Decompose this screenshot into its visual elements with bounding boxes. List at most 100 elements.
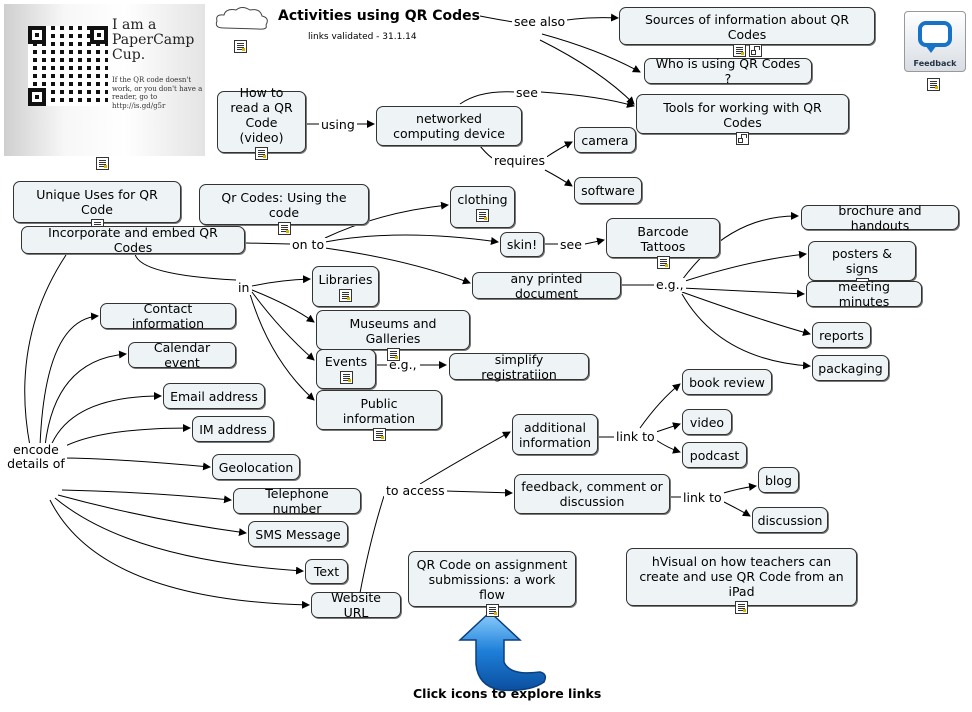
- document-icon[interactable]: [339, 371, 353, 384]
- node-resources[interactable]: [386, 346, 400, 361]
- concept-map-icon[interactable]: [748, 44, 762, 57]
- node-incorporate[interactable]: Incorporate and embed QR Codes: [21, 225, 245, 255]
- page-title: Activities using QR Codes: [278, 8, 481, 24]
- node-label: QR Code on assignment submissions: a wor…: [416, 557, 568, 602]
- node-label: book review: [689, 374, 765, 390]
- node-museums[interactable]: Museums and Galleries: [316, 310, 470, 361]
- node-contact[interactable]: Contact information: [100, 301, 236, 331]
- node-qr-using[interactable]: Qr Codes: Using the code: [199, 184, 369, 235]
- link-label-eg-printed: e.g.,: [654, 277, 686, 292]
- concept-map-icon[interactable]: [736, 132, 749, 145]
- node-label: camera: [581, 132, 629, 148]
- node-book-review[interactable]: book review: [682, 369, 772, 395]
- node-telephone[interactable]: Telephone number: [233, 486, 361, 516]
- document-icon[interactable]: [255, 146, 268, 160]
- node-resources[interactable]: [656, 254, 670, 269]
- speech-bubble-icon: [918, 21, 952, 47]
- speech-bubble-tail: [925, 45, 937, 53]
- node-website[interactable]: Website URL: [311, 590, 401, 620]
- node-resources[interactable]: [735, 599, 748, 614]
- node-geolocation[interactable]: Geolocation: [212, 454, 300, 480]
- node-calendar[interactable]: Calendar event: [128, 340, 236, 370]
- document-icon[interactable]: [234, 40, 247, 53]
- node-networked[interactable]: networked computing device: [376, 106, 522, 146]
- node-barcode-tattoos[interactable]: Barcode Tattoos: [606, 218, 720, 269]
- node-additional[interactable]: additional information: [512, 414, 598, 455]
- node-feedback[interactable]: feedback, comment or discussion: [514, 474, 670, 514]
- link-label-eg-events: e.g.,: [387, 357, 419, 372]
- document-icon[interactable]: [476, 209, 489, 222]
- link-label-encode: encode details of: [5, 443, 67, 471]
- document-icon[interactable]: [732, 44, 746, 57]
- node-resources[interactable]: [277, 220, 291, 235]
- node-label: Calendar event: [153, 340, 211, 370]
- document-icon[interactable]: [927, 78, 940, 91]
- feedback-button[interactable]: Feedback: [904, 11, 966, 72]
- document-icon[interactable]: [485, 604, 499, 617]
- node-libraries[interactable]: Libraries: [312, 266, 379, 307]
- node-meeting-minutes[interactable]: meeting minutes: [806, 279, 922, 309]
- document-icon[interactable]: [339, 289, 352, 302]
- node-text[interactable]: Text: [305, 559, 348, 584]
- link-label-on-to: on to: [290, 237, 327, 252]
- node-hvisual[interactable]: hVisual on how teachers can create and u…: [626, 548, 857, 614]
- cup-text: I am a PaperCamp Cup.: [112, 17, 195, 63]
- cloud-icon: [215, 7, 268, 30]
- node-resources[interactable]: [372, 426, 386, 441]
- node-resources[interactable]: [339, 369, 353, 384]
- node-label: Geolocation: [218, 459, 294, 475]
- node-posters[interactable]: posters & signs: [808, 241, 916, 291]
- node-label: podcast: [689, 447, 740, 463]
- node-software[interactable]: software: [574, 177, 642, 204]
- node-podcast[interactable]: podcast: [682, 442, 747, 468]
- node-resources[interactable]: [732, 42, 762, 57]
- node-resources[interactable]: [255, 145, 268, 160]
- node-resources[interactable]: [476, 207, 489, 222]
- document-icon[interactable]: [656, 256, 670, 269]
- node-im[interactable]: IM address: [192, 416, 274, 442]
- node-how-to-read[interactable]: How to read a QR Code (video): [217, 85, 306, 160]
- node-who-using[interactable]: Who is using QR Codes ?: [644, 56, 812, 86]
- node-label: Unique Uses for QR Code: [36, 187, 158, 217]
- feedback-resources[interactable]: [927, 76, 940, 91]
- node-printed-doc[interactable]: any printed document: [472, 270, 621, 301]
- cloud-resources[interactable]: [234, 38, 247, 53]
- node-clothing[interactable]: clothing: [450, 186, 515, 228]
- node-tools[interactable]: Tools for working with QR Codes: [636, 94, 849, 145]
- node-sms[interactable]: SMS Message: [248, 521, 348, 547]
- node-email[interactable]: Email address: [163, 383, 265, 409]
- node-packaging[interactable]: packaging: [812, 355, 889, 381]
- node-sources[interactable]: Sources of information about QR Codes: [619, 7, 875, 57]
- node-video[interactable]: video: [682, 409, 732, 435]
- document-icon[interactable]: [386, 348, 400, 361]
- document-icon[interactable]: [735, 601, 748, 614]
- node-label: Public information: [342, 396, 416, 426]
- node-skin[interactable]: skin!: [500, 232, 544, 257]
- node-label: IM address: [199, 421, 267, 437]
- node-events[interactable]: Events: [316, 349, 376, 389]
- link-label-link-to-feedback: link to: [681, 490, 724, 505]
- node-brochure[interactable]: brochure and handouts: [801, 203, 959, 233]
- node-assignment[interactable]: QR Code on assignment submissions: a wor…: [408, 551, 576, 617]
- node-camera[interactable]: camera: [574, 127, 636, 153]
- node-public-info[interactable]: Public information: [316, 390, 442, 441]
- node-label: any printed document: [510, 270, 583, 301]
- node-simplify[interactable]: simplify registratiion: [449, 352, 589, 382]
- node-blog[interactable]: blog: [758, 467, 799, 493]
- qr-finder-pattern: [90, 26, 108, 44]
- document-icon[interactable]: [372, 428, 386, 441]
- node-resources[interactable]: [339, 287, 352, 302]
- link-label-in: in: [236, 280, 252, 295]
- document-icon[interactable]: [277, 222, 291, 235]
- document-icon[interactable]: [96, 157, 109, 170]
- node-resources[interactable]: [736, 130, 749, 145]
- node-label: Telephone number: [265, 486, 329, 516]
- node-label: feedback, comment or discussion: [521, 479, 663, 509]
- node-reports[interactable]: reports: [812, 322, 871, 348]
- node-unique-uses[interactable]: Unique Uses for QR Code: [13, 181, 181, 232]
- node-label: reports: [819, 327, 864, 343]
- node-label: hVisual on how teachers can create and u…: [639, 554, 844, 599]
- photo-resources[interactable]: [96, 155, 109, 170]
- node-discussion[interactable]: discussion: [752, 507, 828, 533]
- node-resources[interactable]: [485, 602, 499, 617]
